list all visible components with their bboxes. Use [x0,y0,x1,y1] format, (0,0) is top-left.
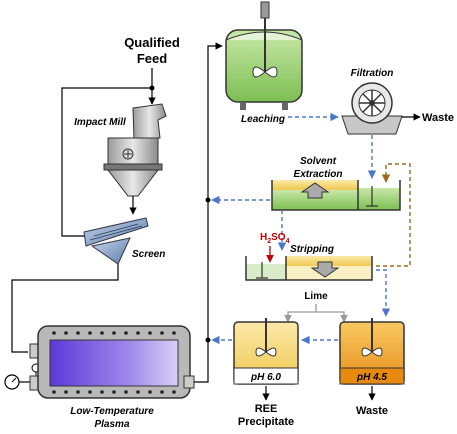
impact-mill-icon [103,103,167,197]
screen-label: Screen [132,249,165,260]
sx-label-1: Solvent [300,156,337,167]
sx-label-2: Extraction [294,169,343,180]
ph-6-label: pH 6.0 [250,372,281,383]
ree-label-2: Precipitate [238,416,294,428]
rotary-drum-filter-icon [341,82,403,135]
solvent-extraction-tank-icon [271,180,401,211]
qualified-feed-label-2: Feed [137,51,167,66]
screen-icon [83,217,149,265]
arrow-up-icon [300,182,330,199]
impact-mill-label: Impact Mill [74,117,126,128]
precip-tank-ph6-icon [233,318,299,385]
screen-to-plasma-line [11,264,119,353]
plasma-reactor-icon [29,325,195,399]
screen-recycle-line [61,87,152,237]
filtration-label: Filtration [351,68,394,79]
stripping-tank-icon [245,256,373,281]
plasma-label-1: Low-Temperature [70,406,154,417]
stripping-label: Stripping [290,244,334,255]
lime-right-arrow [316,311,348,323]
ree-label-1: REE [255,403,278,415]
junction-dot-se [205,197,211,203]
junction-dot [149,85,155,91]
lime-left-arrow [284,304,317,323]
plasma-bolts [52,331,176,394]
waste-bottom-label: Waste [356,405,388,417]
arrow-down-icon [310,261,340,278]
filtration-waste-label: Waste [422,112,454,124]
plasma-to-leaching-line [194,42,223,383]
lime-label: Lime [304,291,328,302]
plasma-label-2: Plasma [94,419,129,430]
ph-45-label: pH 4.5 [356,372,387,383]
strip-recycle-flow [376,163,411,267]
h2so4-label: H2SO4 [260,232,290,245]
qualified-feed-label-1: Qualified [124,35,180,50]
precip-tank-ph45-icon [339,318,405,385]
strip-to-precip-flow [376,269,391,317]
leaching-tank-icon [225,1,303,110]
leaching-label: Leaching [241,114,285,125]
junction-dot-precip [205,337,211,343]
